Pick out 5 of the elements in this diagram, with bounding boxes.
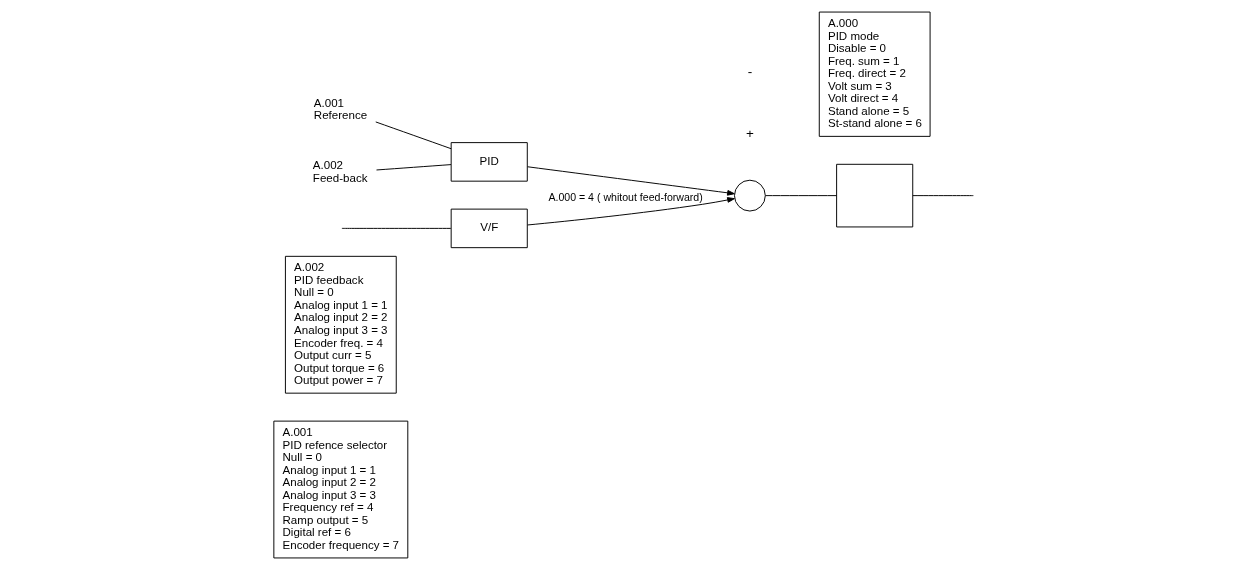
node-text: A.001 Reference (313, 96, 367, 122)
edge-label: A.000 = 4 ( whitout feed-forward) (547, 191, 703, 204)
label: - (747, 63, 752, 79)
node-text: A.002 Feed-back (312, 159, 367, 184)
label: + (745, 126, 754, 142)
